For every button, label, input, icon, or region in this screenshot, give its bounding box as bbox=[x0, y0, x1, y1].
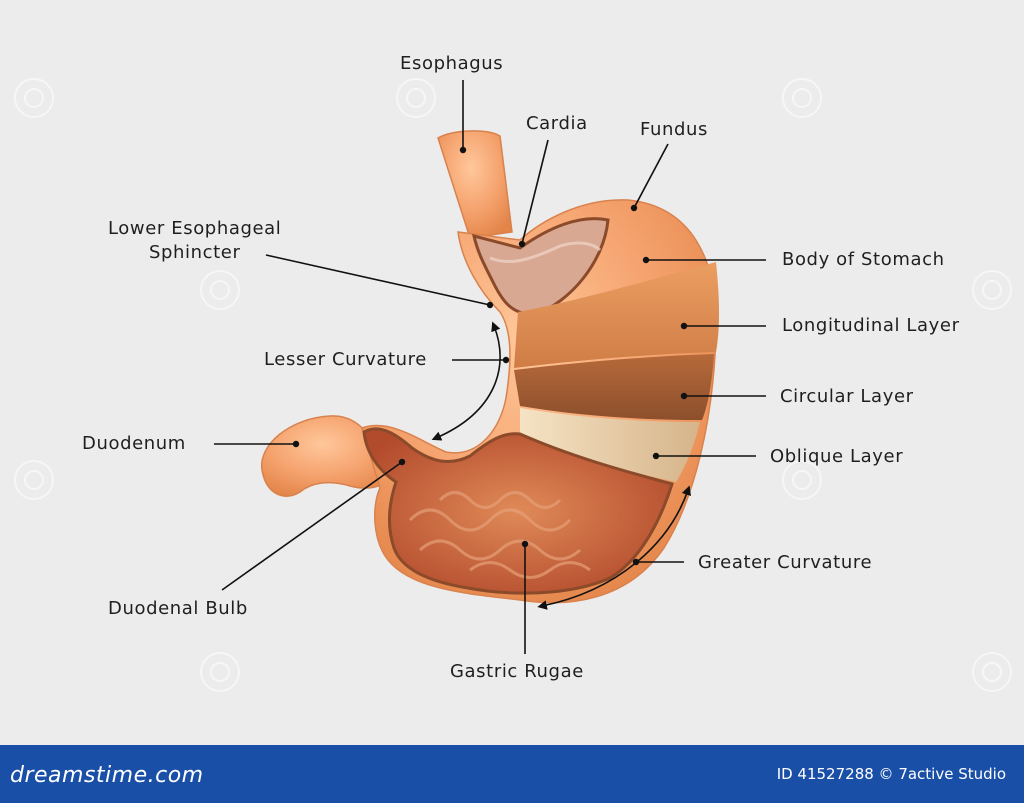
label-lower-esophageal-sphincter: Lower Esophageal Sphincter bbox=[108, 217, 281, 265]
label-body-of-stomach: Body of Stomach bbox=[782, 249, 945, 270]
label-les-line2: Sphincter bbox=[148, 242, 241, 263]
label-duodenum: Duodenum bbox=[82, 433, 186, 454]
watermark-icon bbox=[14, 460, 54, 500]
watermark-icon bbox=[14, 78, 54, 118]
watermark-icon bbox=[782, 460, 822, 500]
oblique-layer-shape bbox=[520, 408, 700, 482]
label-fundus: Fundus bbox=[640, 119, 708, 140]
watermark-icon bbox=[972, 270, 1012, 310]
watermark-icon bbox=[396, 78, 436, 118]
stomach-illustration bbox=[214, 80, 766, 654]
label-gastric-rugae: Gastric Rugae bbox=[450, 661, 584, 682]
watermark-icon bbox=[972, 652, 1012, 692]
label-les-line1: Lower Esophageal bbox=[108, 218, 282, 239]
image-credit: ID 41527288 © 7active Studio bbox=[776, 765, 1006, 783]
label-esophagus: Esophagus bbox=[400, 53, 504, 74]
label-duodenal-bulb: Duodenal Bulb bbox=[108, 598, 248, 619]
label-circular-layer: Circular Layer bbox=[780, 386, 914, 407]
circular-layer-shape bbox=[514, 354, 714, 420]
brand-logo[interactable]: dreamstime.com bbox=[10, 763, 204, 788]
footer-bar: dreamstime.com ID 41527288 © 7active Stu… bbox=[0, 745, 1024, 803]
label-longitudinal-layer: Longitudinal Layer bbox=[782, 315, 960, 336]
watermark-icon bbox=[200, 270, 240, 310]
label-lesser-curvature: Lesser Curvature bbox=[264, 349, 427, 370]
watermark-icon bbox=[200, 652, 240, 692]
esophagus-shape bbox=[437, 130, 513, 239]
label-oblique-layer: Oblique Layer bbox=[770, 446, 904, 467]
label-cardia: Cardia bbox=[526, 113, 588, 134]
longitudinal-layer-shape bbox=[514, 262, 719, 368]
watermark-icon bbox=[782, 78, 822, 118]
label-greater-curvature: Greater Curvature bbox=[698, 552, 873, 573]
